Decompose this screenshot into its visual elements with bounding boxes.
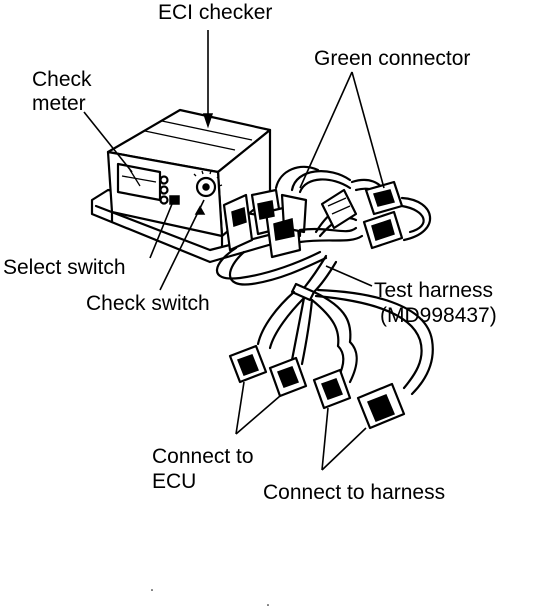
label-connect-ecu-line1: Connect to (152, 445, 254, 468)
label-test-harness-line1: Test harness (374, 279, 493, 302)
label-connect-ecu-line2: ECU (152, 470, 196, 493)
label-connect-harness: Connect to harness (263, 481, 445, 504)
ecu-connectors (228, 344, 308, 398)
harness-connectors (312, 368, 406, 430)
label-check-switch: Check switch (86, 292, 210, 315)
label-eci-checker: ECI checker (158, 1, 272, 24)
harness-clamp (290, 282, 316, 302)
label-check-meter-line1: Check (32, 68, 92, 91)
green-connector (320, 188, 358, 230)
green-connectors (320, 180, 432, 250)
eci-checker-unit (90, 108, 302, 264)
indicator-lamp (159, 175, 169, 185)
leader-lines (83, 30, 385, 471)
connector-cluster-left (222, 188, 308, 259)
label-green-connector: Green connector (314, 47, 470, 70)
indicator-lamp (159, 185, 169, 195)
label-select-switch: Select switch (3, 256, 126, 279)
select-switch (169, 195, 180, 205)
label-check-meter-line2: meter (32, 92, 86, 115)
label-test-harness-line2: (MD998437) (380, 304, 497, 327)
indicator-lamp (159, 195, 169, 205)
